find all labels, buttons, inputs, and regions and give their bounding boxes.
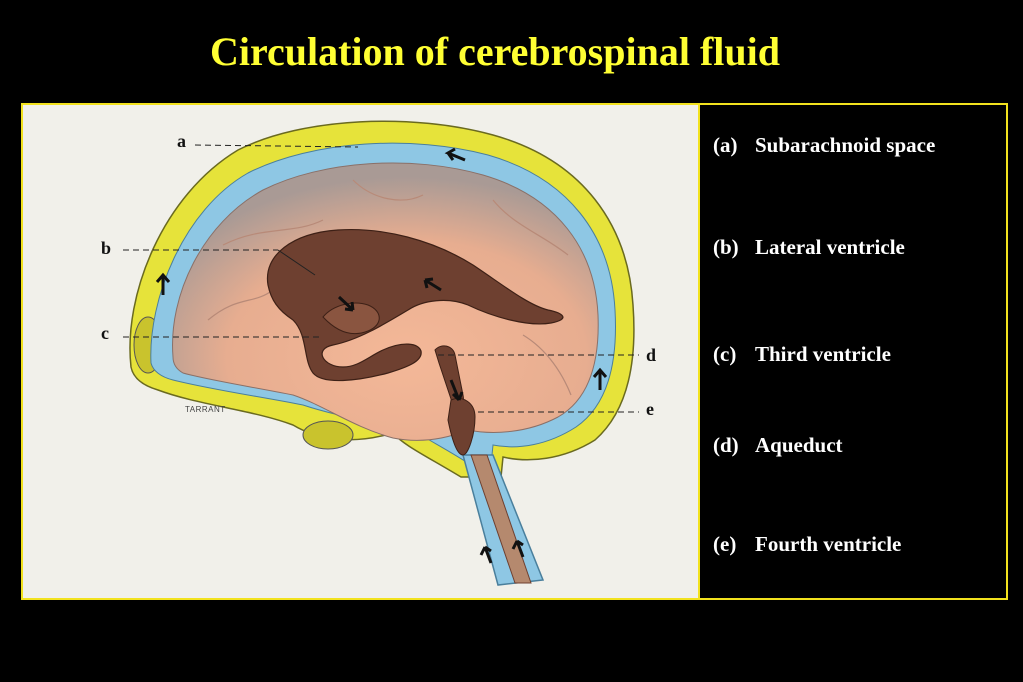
legend-label: Subarachnoid space: [755, 133, 936, 157]
legend-item: (b) Lateral ventricle: [713, 235, 905, 260]
legend-item: (d) Aqueduct: [713, 433, 843, 458]
fourth-ventricle: [447, 398, 476, 456]
marker-d: d: [646, 345, 657, 365]
diagram-panel: a b c d e TARRANT (a) Subarachnoid space …: [21, 103, 1008, 600]
artist-signature: TARRANT: [185, 405, 226, 414]
legend-label: Aqueduct: [755, 433, 843, 457]
flow-arrow-icon: [423, 277, 442, 292]
brain-fold: [222, 219, 324, 246]
spinal-cord: [470, 454, 532, 584]
marker-b: b: [101, 238, 112, 258]
flow-arrow-icon: [592, 367, 608, 390]
legend-item: (a) Subarachnoid space: [713, 133, 935, 158]
flow-arrow-icon: [479, 545, 493, 564]
brain-fold: [352, 179, 424, 201]
legend-item: (e) Fourth ventricle: [713, 532, 901, 557]
brain-fold: [492, 199, 569, 256]
legend-key: (d): [713, 433, 739, 457]
flow-arrow-icon: [449, 379, 464, 402]
marker-a: a: [177, 131, 186, 151]
flow-arrow-icon: [155, 272, 171, 295]
legend-label: Fourth ventricle: [755, 532, 902, 556]
brain-fold: [522, 334, 572, 396]
marker-e: e: [646, 399, 654, 419]
legend-label: Lateral ventricle: [755, 235, 905, 259]
lateral-ventricle: [266, 228, 564, 382]
brain-drawing: [123, 120, 639, 586]
brain-illustration: a b c d e TARRANT: [23, 105, 700, 598]
page-title: Circulation of cerebrospinal fluid: [209, 29, 781, 74]
legend-key: (b): [713, 235, 739, 259]
third-ventricle: [322, 302, 380, 335]
brain-fold: [207, 289, 274, 321]
flow-arrow-icon: [511, 539, 525, 558]
legend-key: (e): [713, 532, 737, 556]
legend-key: (a): [713, 133, 738, 157]
legend-key: (c): [713, 342, 737, 366]
marker-c: c: [101, 323, 109, 343]
flow-arrow-icon: [444, 147, 466, 162]
legend-item: (c) Third ventricle: [713, 342, 891, 367]
flow-arrow-icon: [337, 295, 355, 312]
sphenoid-sinus: [302, 420, 354, 450]
legend: (a) Subarachnoid space (b) Lateral ventric…: [713, 105, 1003, 598]
legend-label: Third ventricle: [755, 342, 891, 366]
